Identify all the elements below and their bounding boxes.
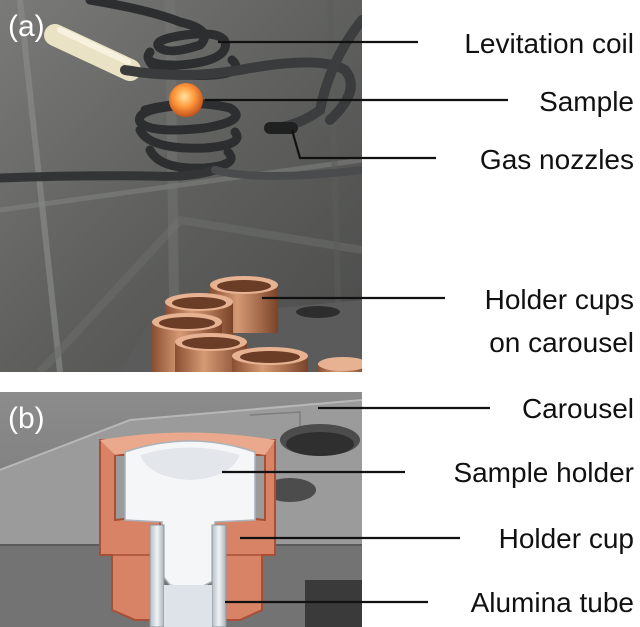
label-carousel: Carousel (522, 393, 634, 424)
panel-a-photo (0, 0, 362, 372)
label-levitation-coil: Levitation coil (464, 28, 634, 59)
sample-holder-section (124, 440, 256, 591)
label-gas-nozzles: Gas nozzles (480, 144, 634, 175)
label-alumina-tube: Alumina tube (471, 587, 634, 618)
holder-cups-photo (152, 276, 362, 372)
panel-a-tag: (a) (8, 10, 45, 43)
label-sample-holder: Sample holder (453, 457, 634, 488)
leader-gas-nozzles (290, 129, 436, 160)
sample-sphere (169, 83, 203, 117)
label-holder-cups-line1: Holder cups (485, 284, 634, 315)
label-sample: Sample (539, 86, 634, 117)
label-holder-cup: Holder cup (499, 523, 634, 554)
alumina-tube-section (149, 524, 227, 627)
label-holder-cups-line2: on carousel (489, 327, 634, 358)
panel-b-tag: (b) (8, 402, 45, 435)
panel-b-render (0, 392, 362, 627)
levitation-coil-photo (0, 0, 362, 183)
